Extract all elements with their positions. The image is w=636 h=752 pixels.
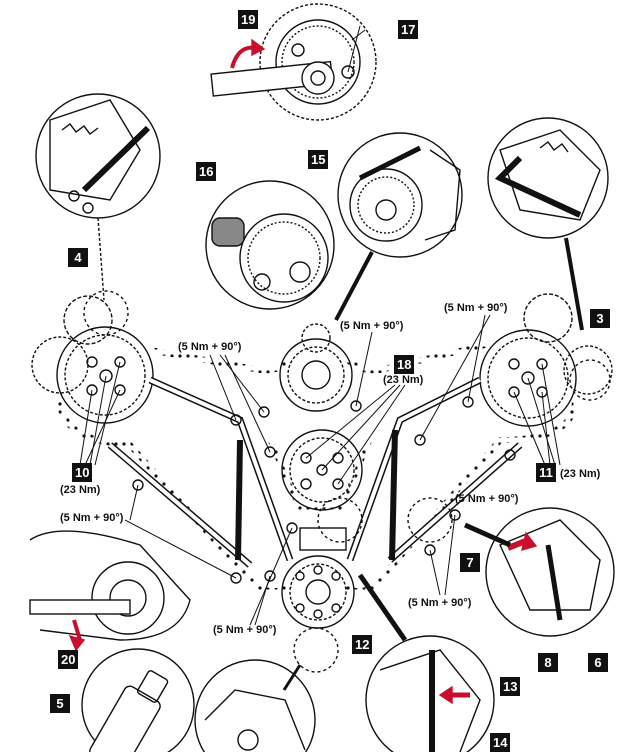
callout-10: 10 (72, 463, 93, 482)
torque-right-low: (5 Nm + 90°) (408, 597, 472, 609)
bolts (132, 396, 516, 584)
torque-top-center: (5 Nm + 90°) (340, 320, 404, 332)
torque-11: (23 Nm) (560, 468, 601, 480)
callout-14: 14 (490, 733, 511, 752)
callout-15: 15 (308, 150, 329, 169)
callout-5: 5 (50, 694, 70, 713)
torque-right-upper: (5 Nm + 90°) (444, 302, 508, 314)
torque-left-upper: (5 Nm + 90°) (178, 341, 242, 353)
torque-right-mid: (5 Nm + 90°) (455, 493, 519, 505)
torque-bottom-center: (5 Nm + 90°) (213, 624, 277, 636)
inset-bottom-center (194, 659, 316, 752)
callout-18: 18 (394, 355, 415, 374)
inset-tensioner-right (487, 117, 609, 331)
torque-18: (23 Nm) (383, 374, 424, 386)
inset-tensioner-left (35, 93, 161, 301)
inset-camshaft-sprocket (334, 132, 463, 321)
callout-3: 3 (590, 309, 610, 328)
left-camshaft-sprockets (31, 290, 154, 424)
callout-16: 16 (196, 162, 217, 181)
torque-10: (23 Nm) (60, 484, 101, 496)
chain-guides (107, 376, 523, 568)
inset-lock-pin-bottom (357, 573, 495, 752)
torque-left-mid: (5 Nm + 90°) (60, 512, 124, 524)
wrench-inset-top (210, 3, 377, 121)
callout-4: 4 (68, 248, 88, 267)
leader-lines (79, 25, 561, 626)
callout-7: 7 (460, 553, 480, 572)
center-upper-sprocket (279, 323, 353, 412)
callout-17: 17 (398, 20, 419, 39)
callout-11: 11 (536, 463, 556, 482)
inset-tool-pin (81, 648, 195, 752)
crankshaft-sprocket (281, 497, 363, 673)
callout-8: 8 (538, 653, 558, 672)
callout-13: 13 (500, 677, 521, 696)
inset-crank-wrench (29, 530, 191, 652)
callout-6: 6 (588, 653, 608, 672)
center-lower-sprocket (281, 429, 363, 511)
inset-tensioner-lock (407, 497, 615, 637)
inset-locking-pin (205, 180, 335, 310)
callout-12: 12 (352, 635, 373, 654)
callout-19: 19 (238, 10, 259, 29)
callout-20: 20 (58, 650, 79, 669)
